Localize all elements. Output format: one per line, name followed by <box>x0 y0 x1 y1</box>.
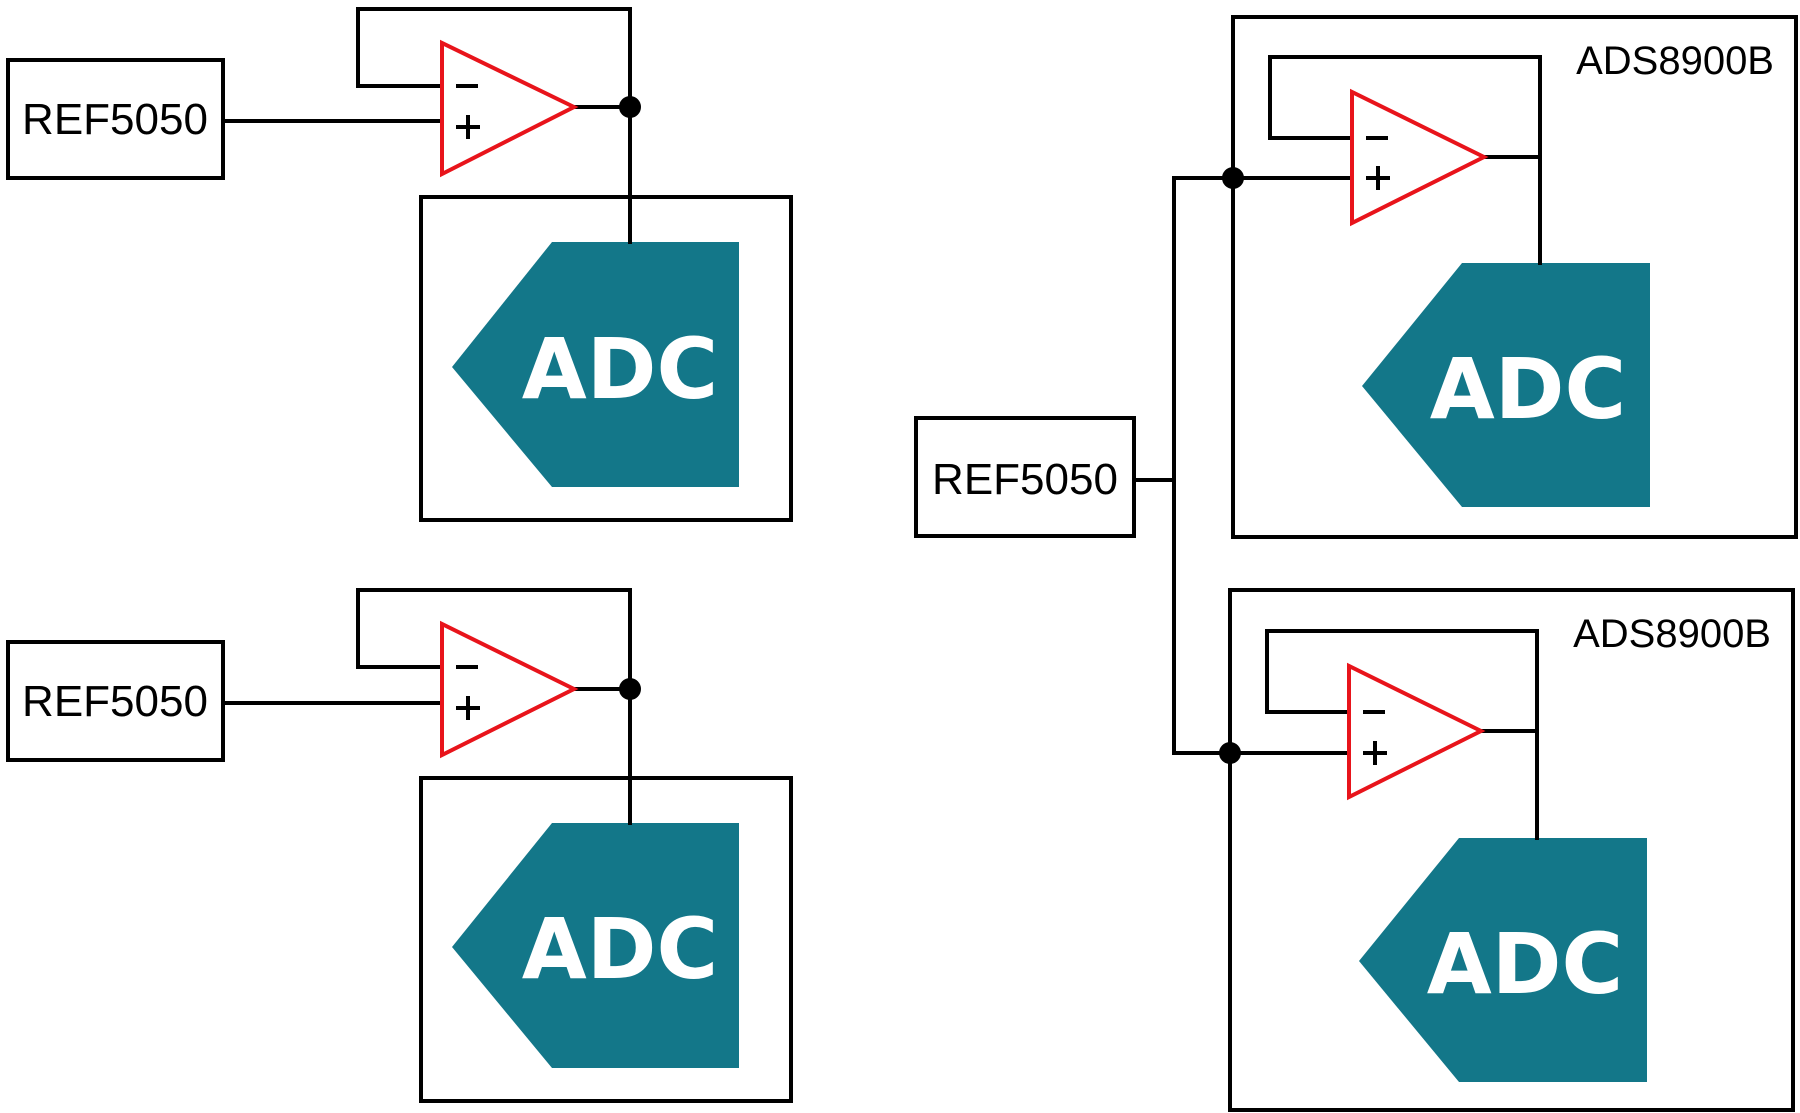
reference-label: REF5050 <box>932 455 1118 504</box>
adc-label: ADC <box>522 320 718 418</box>
reference-box <box>914 416 1136 538</box>
adc-block-icon <box>452 242 739 487</box>
plus-sign-icon <box>456 696 480 720</box>
reference-box <box>6 640 225 762</box>
device-part-label: ADS8900B <box>1573 612 1771 656</box>
reference-label: REF5050 <box>22 677 208 726</box>
reference-label: REF5050 <box>22 95 208 144</box>
plus-sign-icon <box>456 115 480 139</box>
plus-sign-icon <box>1366 166 1390 190</box>
opamp-triangle-icon <box>440 39 579 178</box>
device-part-label: ADS8900B <box>1576 39 1774 83</box>
junction-dot-icon <box>619 96 641 118</box>
plus-sign-icon <box>1363 741 1387 765</box>
opamp-triangle-icon <box>1350 88 1489 227</box>
feedback-wire <box>1265 629 1539 733</box>
bottom-device: ADS8900B ADC <box>1172 588 1795 1112</box>
junction-dot-icon <box>619 678 641 700</box>
left-bottom-circuit: ADC REF5050 <box>6 588 793 1103</box>
junction-dot-icon <box>1219 742 1241 764</box>
adc-block-icon <box>1359 838 1647 1082</box>
junction-dot-icon <box>1222 167 1244 189</box>
right-circuit: ADS8900B ADC ADS8900B ADC <box>914 15 1798 1112</box>
adc-label: ADC <box>1430 340 1626 438</box>
left-top-circuit: ADC REF5050 <box>6 7 793 522</box>
top-device: ADS8900B ADC <box>1172 15 1798 539</box>
feedback-wire <box>356 7 632 109</box>
adc-label: ADC <box>522 900 718 998</box>
feedback-wire <box>1268 55 1542 159</box>
adc-label: ADC <box>1427 915 1623 1013</box>
opamp-triangle-icon <box>440 620 579 759</box>
adc-block-icon <box>452 823 739 1068</box>
adc-block-icon <box>1362 263 1650 507</box>
reference-box <box>6 58 225 180</box>
opamp-triangle-icon <box>1347 662 1486 801</box>
feedback-wire <box>356 588 632 691</box>
